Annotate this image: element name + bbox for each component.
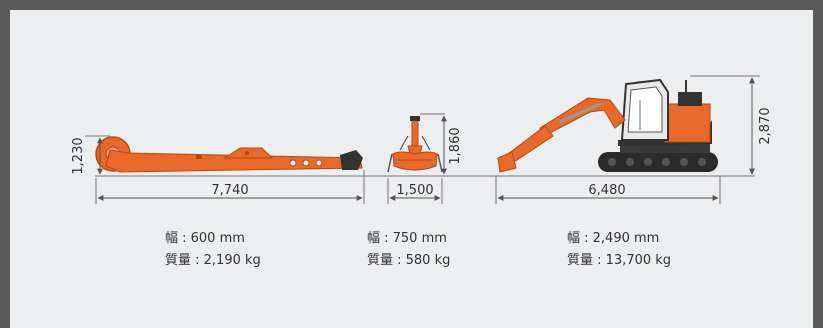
attachment1-specs: 幅 : 600 mm 質量 : 2,190 kg — [165, 228, 261, 272]
attachment1-height-dim: 1,230 — [71, 137, 86, 174]
machine-length-dim: 6,480 — [588, 183, 625, 198]
attachment2-mass-spec: 質量 : 580 kg — [367, 253, 451, 268]
machine-height-dim: 2,870 — [758, 107, 773, 144]
machine-width-spec: 幅 : 2,490 mm — [567, 231, 660, 246]
attachment2-width-spec: 幅 : 750 mm — [367, 231, 447, 246]
attachment2-specs: 幅 : 750 mm 質量 : 580 kg — [367, 228, 450, 272]
excavator-icon — [497, 78, 718, 173]
attachment2-height-dim: 1,860 — [448, 127, 463, 164]
attachment1-length-dim: 7,740 — [211, 183, 248, 198]
attachment2-width-dim: 1,500 — [396, 183, 433, 198]
machine-mass-spec: 質量 : 13,700 kg — [567, 253, 672, 268]
machine-specs: 幅 : 2,490 mm 質量 : 13,700 kg — [567, 228, 671, 272]
attachment1-mass-spec: 質量 : 2,190 kg — [165, 253, 261, 268]
attachment1-width-spec: 幅 : 600 mm — [165, 231, 245, 246]
grapple-bucket-icon — [387, 116, 443, 173]
long-boom-arm-icon — [95, 136, 363, 173]
